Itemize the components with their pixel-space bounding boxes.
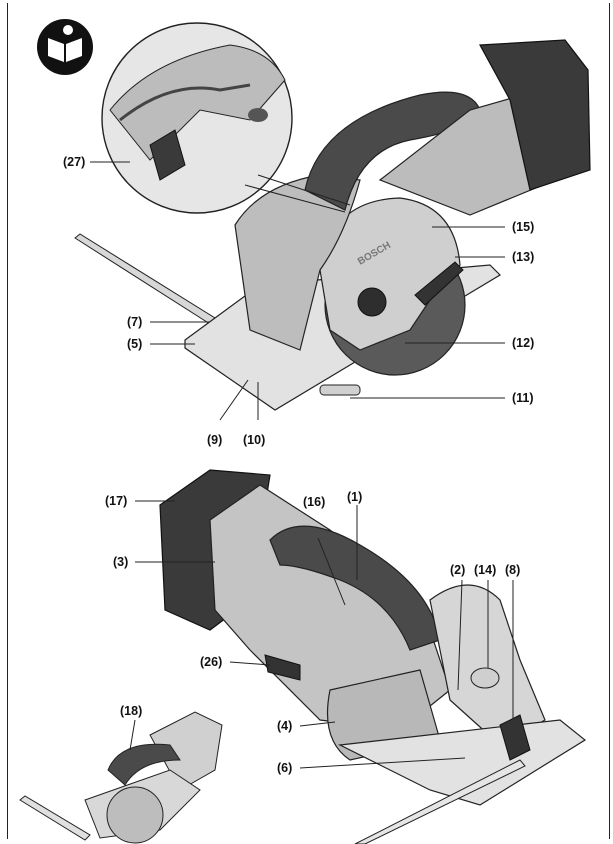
callout-9: (9) xyxy=(207,433,223,447)
callout-4: (4) xyxy=(277,719,293,733)
callout-18: (18) xyxy=(120,704,143,718)
bottom-leader-lines xyxy=(135,500,514,769)
callout-6: (6) xyxy=(277,761,293,775)
small-saw-figure xyxy=(19,711,223,844)
page-border xyxy=(7,3,610,839)
callout-13: (13) xyxy=(512,250,535,264)
callout-1: (1) xyxy=(347,490,363,504)
callout-27: (27) xyxy=(63,155,86,169)
read-manual-icon xyxy=(37,19,93,75)
bottom-saw-figure xyxy=(159,469,587,844)
callout-17: (17) xyxy=(105,494,128,508)
callout-8: (8) xyxy=(505,563,521,577)
callout-2: (2) xyxy=(450,563,466,577)
callout-26: (26) xyxy=(200,655,223,669)
callout-5: (5) xyxy=(127,337,143,351)
callout-15: (15) xyxy=(512,220,535,234)
top-leader-lines xyxy=(90,161,505,421)
callout-11: (11) xyxy=(512,391,534,405)
callout-12: (12) xyxy=(512,336,535,350)
callout-3: (3) xyxy=(113,555,129,569)
callout-14: (14) xyxy=(474,563,497,577)
callout-7: (7) xyxy=(127,315,143,329)
callout-10: (10) xyxy=(243,433,266,447)
callout-16: (16) xyxy=(303,495,326,509)
top-saw-figure: BOSCH xyxy=(74,22,591,411)
